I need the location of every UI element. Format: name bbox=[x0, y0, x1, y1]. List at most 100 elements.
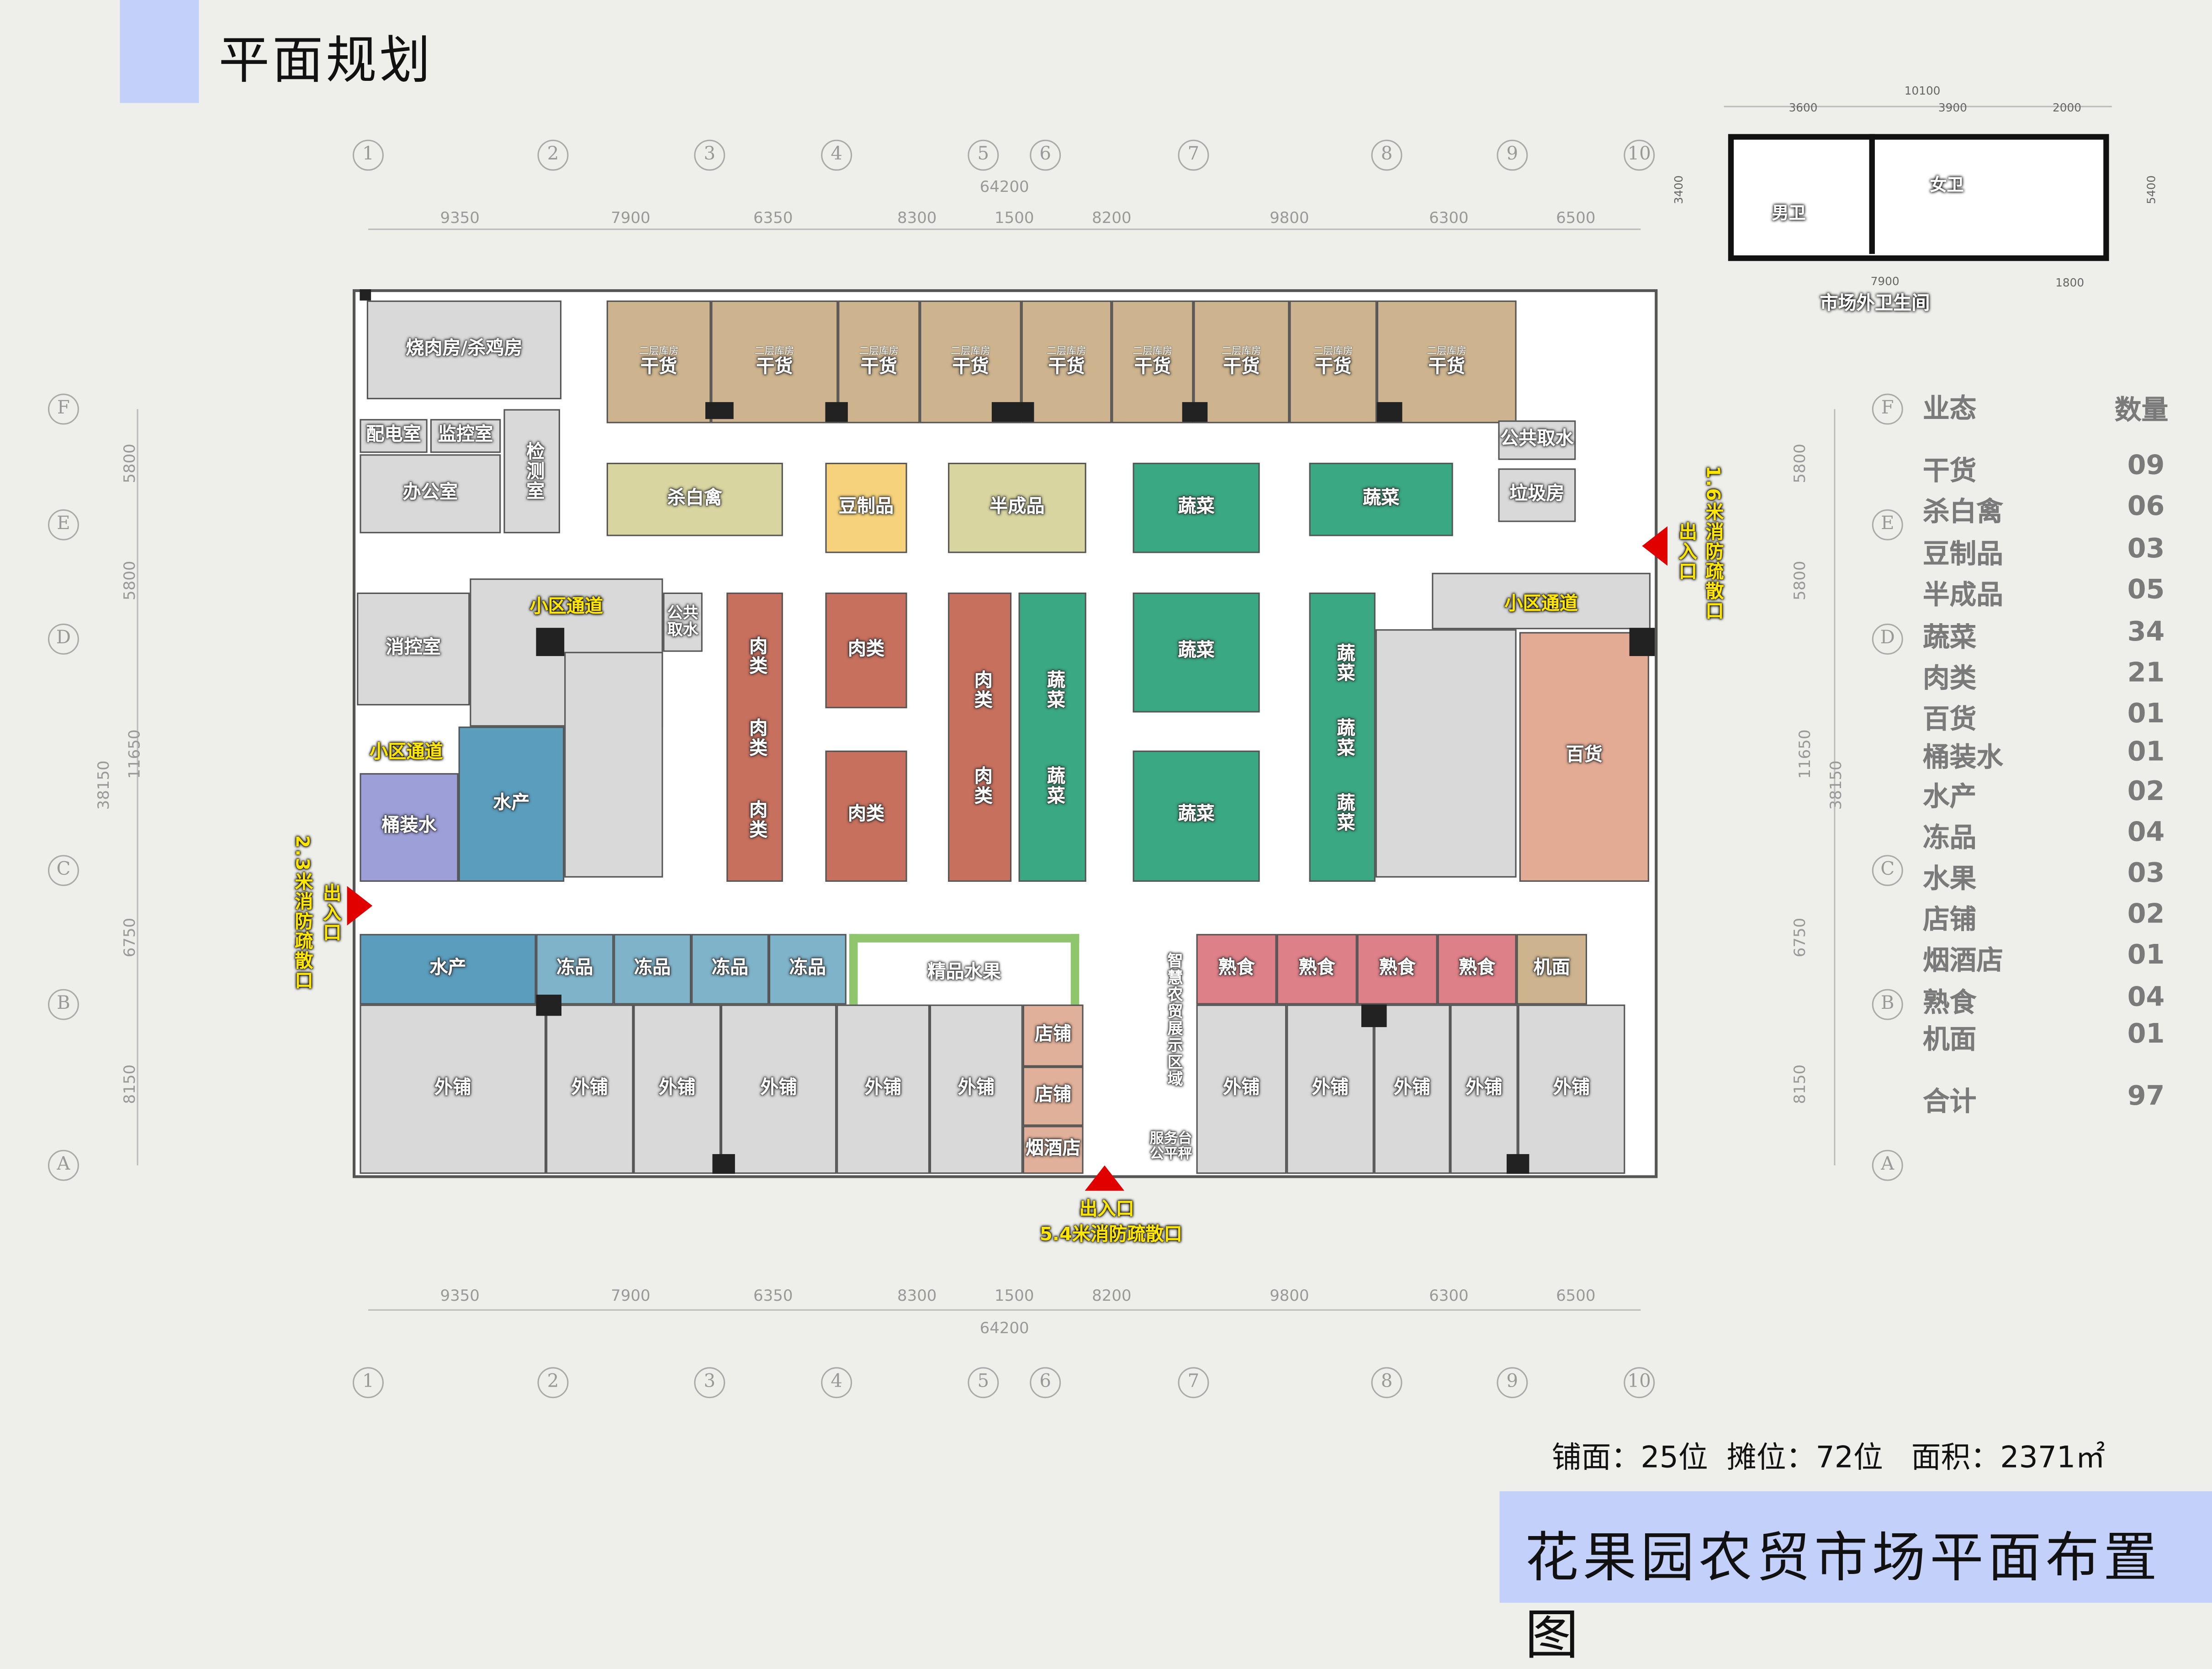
axis-2-bottom: 2 bbox=[537, 1367, 569, 1399]
stall-dry-goods[interactable]: 二层库房干货 bbox=[1376, 300, 1517, 424]
structural-column bbox=[1629, 628, 1655, 656]
room-label: 干货 bbox=[952, 357, 989, 379]
stall-frozen[interactable]: 冻品 bbox=[536, 934, 614, 1005]
room-public-water-2[interactable]: 公共取水 bbox=[663, 592, 703, 652]
room-label: 熟食 bbox=[1218, 958, 1255, 979]
room-label: 水产 bbox=[493, 792, 530, 814]
stall-dry-goods[interactable]: 二层库房干货 bbox=[1193, 300, 1290, 424]
legend-name: 半成品 bbox=[1922, 580, 2004, 611]
shop-tobacco-liquor[interactable]: 烟酒店 bbox=[1022, 1126, 1084, 1174]
shop-outer[interactable]: 外铺 bbox=[720, 1004, 837, 1174]
room-monitor[interactable]: 监控室 bbox=[430, 419, 501, 453]
stall-bottled-water[interactable]: 桶装水 bbox=[360, 773, 459, 882]
shop-store[interactable]: 店铺 bbox=[1022, 1004, 1084, 1067]
axis-F-right: F bbox=[1872, 393, 1903, 425]
room-power[interactable]: 配电室 bbox=[360, 419, 428, 453]
axis-9-bottom: 9 bbox=[1497, 1367, 1528, 1399]
shop-outer[interactable]: 外铺 bbox=[1286, 1004, 1374, 1174]
axis-2: 2 bbox=[537, 139, 569, 171]
shop-outer[interactable]: 外铺 bbox=[546, 1004, 634, 1174]
stall-tofu[interactable]: 豆制品 bbox=[825, 462, 907, 553]
shop-outer[interactable]: 外铺 bbox=[633, 1004, 721, 1174]
stall-deli[interactable]: 熟食 bbox=[1357, 934, 1438, 1005]
stall-vegetables[interactable]: 蔬菜 bbox=[1132, 462, 1260, 553]
stall-veg-column[interactable]: 蔬菜蔬菜 bbox=[1018, 592, 1086, 882]
stall-vegetables[interactable]: 蔬菜 bbox=[1309, 462, 1453, 536]
stall-dry-goods[interactable]: 二层库房干货 bbox=[606, 300, 711, 424]
shop-outer[interactable]: 外铺 bbox=[929, 1004, 1023, 1174]
shop-outer[interactable]: 外铺 bbox=[836, 1004, 930, 1174]
room-label: 蔬菜 bbox=[1333, 792, 1354, 832]
col-dim: 9800 bbox=[1270, 1287, 1309, 1305]
shop-store[interactable]: 店铺 bbox=[1022, 1066, 1084, 1126]
stall-veg-column[interactable]: 蔬菜蔬菜蔬菜 bbox=[1309, 592, 1376, 882]
axis-4: 4 bbox=[821, 139, 852, 171]
axis-7-bottom: 7 bbox=[1178, 1367, 1209, 1399]
stair-core-right bbox=[1375, 629, 1517, 878]
axis-1: 1 bbox=[353, 139, 384, 171]
shop-outer[interactable]: 外铺 bbox=[1374, 1004, 1450, 1174]
entrance-label-bottom: 出入口 bbox=[1079, 1199, 1134, 1221]
legend-name: 烟酒店 bbox=[1922, 945, 2004, 976]
stall-vegetables[interactable]: 蔬菜 bbox=[1132, 592, 1260, 713]
stall-noodle[interactable]: 机面 bbox=[1516, 934, 1587, 1005]
stall-dry-goods[interactable]: 二层库房干货 bbox=[1289, 300, 1377, 424]
stall-deli[interactable]: 熟食 bbox=[1196, 934, 1277, 1005]
stall-frozen[interactable]: 冻品 bbox=[768, 934, 847, 1005]
toilet-women-label: 女卫 bbox=[1930, 175, 1964, 195]
room-public-water[interactable]: 公共取水 bbox=[1498, 420, 1576, 460]
shop-outer[interactable]: 外铺 bbox=[1518, 1004, 1625, 1174]
stall-premium-fruit[interactable]: 精品水果 bbox=[849, 934, 1080, 1005]
stall-poultry[interactable]: 杀白禽 bbox=[606, 462, 783, 536]
axis-8-bottom: 8 bbox=[1371, 1367, 1402, 1399]
stall-vegetables[interactable]: 蔬菜 bbox=[1132, 750, 1260, 882]
total-width-bottom: 64200 bbox=[979, 1319, 1029, 1338]
stall-general-goods[interactable]: 百货 bbox=[1519, 632, 1649, 882]
room-garbage[interactable]: 垃圾房 bbox=[1498, 468, 1576, 522]
room-label: 店铺 bbox=[1034, 1024, 1072, 1045]
row-dim: 8150 bbox=[1791, 1064, 1810, 1104]
col-dim: 6300 bbox=[1429, 209, 1469, 228]
stall-aquatic-2[interactable]: 水产 bbox=[360, 934, 536, 1005]
stall-dry-goods[interactable]: 二层库房干货 bbox=[1111, 300, 1194, 424]
room-sublabel: 二层库房 bbox=[1313, 346, 1353, 358]
stall-meat-column[interactable]: 肉类肉类肉类 bbox=[726, 592, 783, 882]
room-inspection[interactable]: 检测室 bbox=[503, 409, 560, 534]
shop-outer[interactable]: 外铺 bbox=[360, 1004, 546, 1174]
stall-dry-goods[interactable]: 二层库房干货 bbox=[838, 300, 920, 424]
room-label: 外铺 bbox=[864, 1077, 902, 1099]
room-office[interactable]: 办公室 bbox=[360, 454, 501, 534]
shop-outer[interactable]: 外铺 bbox=[1450, 1004, 1518, 1174]
stall-aquatic[interactable]: 水产 bbox=[458, 726, 565, 882]
legend-total-count: 97 bbox=[2127, 1081, 2165, 1112]
stall-frozen[interactable]: 冻品 bbox=[614, 934, 692, 1005]
room-label: 干货 bbox=[1134, 357, 1171, 379]
stall-meat[interactable]: 肉类 bbox=[825, 592, 907, 709]
col-dim: 9350 bbox=[440, 1287, 480, 1305]
stall-dry-goods[interactable]: 二层库房干货 bbox=[1021, 300, 1112, 424]
stall-frozen[interactable]: 冻品 bbox=[691, 934, 769, 1005]
footer-banner: 花果园农贸市场平面布置图 bbox=[1499, 1491, 2212, 1666]
evacuation-label-left: 2.3米消防疏散口 bbox=[291, 835, 312, 991]
room-label: 桶装水 bbox=[381, 816, 437, 837]
col-dim: 6500 bbox=[1556, 209, 1596, 228]
stall-deli[interactable]: 熟食 bbox=[1437, 934, 1517, 1005]
passage-right[interactable]: 小区通道 bbox=[1432, 572, 1651, 630]
room-fire-control[interactable]: 消控室 bbox=[357, 592, 470, 705]
room-label: 烧肉房/杀鸡房 bbox=[406, 338, 523, 360]
structural-column bbox=[825, 402, 848, 422]
stall-meat[interactable]: 肉类 bbox=[825, 750, 907, 882]
stall-meat-column[interactable]: 肉类肉类 bbox=[948, 592, 1012, 882]
room-label: 冻品 bbox=[789, 958, 826, 979]
shop-outer[interactable]: 外铺 bbox=[1196, 1004, 1287, 1174]
room-bbq[interactable]: 烧肉房/杀鸡房 bbox=[366, 300, 562, 399]
structural-column bbox=[991, 402, 1034, 422]
toilet-dim: 1800 bbox=[2055, 276, 2085, 290]
room-label: 肉类 bbox=[847, 639, 885, 660]
stall-semi-finished[interactable]: 半成品 bbox=[948, 462, 1086, 553]
room-label: 百货 bbox=[1566, 745, 1603, 767]
stall-deli[interactable]: 熟食 bbox=[1276, 934, 1357, 1005]
